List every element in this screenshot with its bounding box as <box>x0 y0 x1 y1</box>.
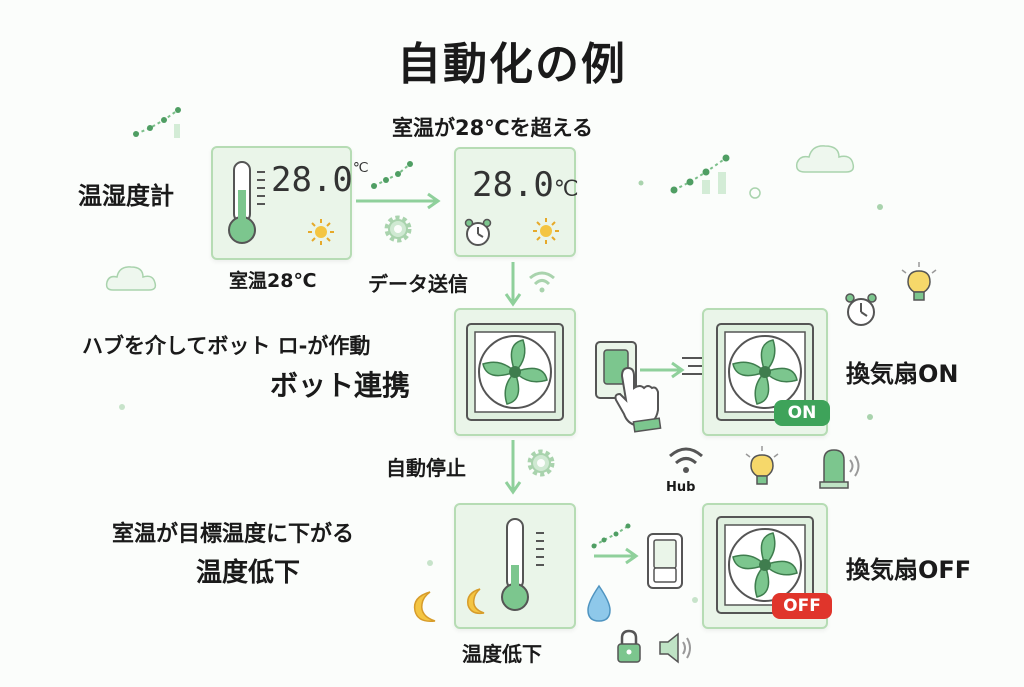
fan-icon <box>716 516 814 614</box>
data-send-label: データ送信 <box>368 272 468 296</box>
wifi-icon <box>669 447 703 473</box>
room-temp-caption: 室温28℃ <box>229 270 317 292</box>
fan-on-label: 換気扇ON <box>846 360 959 388</box>
bot-link-label: ボット連携 <box>270 369 411 402</box>
fan-on-card: ON <box>702 308 830 436</box>
temperature-readout: 28.0℃ <box>472 165 579 205</box>
sun-icon <box>308 219 334 245</box>
growth-graph-icon <box>133 107 181 138</box>
lightbulb-icon <box>745 446 779 485</box>
smart-speaker-icon <box>819 449 860 489</box>
temp-drop-card <box>454 503 576 629</box>
gear-icon <box>384 215 412 243</box>
scale-ticks <box>536 532 544 566</box>
alarm-clock-icon <box>464 218 492 246</box>
speaker-icon <box>659 632 691 664</box>
lock-icon <box>617 629 641 663</box>
lightbulb-icon <box>901 262 937 301</box>
cloud-icon <box>105 266 157 291</box>
off-badge: OFF <box>772 593 832 619</box>
growth-graph-icon <box>591 523 631 549</box>
thermo-hygrometer-card: 28.0℃ <box>211 146 369 260</box>
fan-icon <box>466 323 564 421</box>
on-badge: ON <box>774 400 830 426</box>
alarm-clock-icon <box>845 293 877 326</box>
sensor-label: 温湿度計 <box>78 182 174 210</box>
switchbot-press-icon <box>595 341 662 433</box>
arrow-right <box>640 361 685 379</box>
thermometer-icon <box>228 161 256 244</box>
threshold-caption: 室温が28℃を超える <box>392 116 594 140</box>
auto-stop-label: 自動停止 <box>386 456 466 480</box>
arrow-down <box>504 440 522 495</box>
temp-drop-line2: 温度低下 <box>196 558 301 588</box>
wall-switch-icon <box>647 533 683 589</box>
water-drop-icon <box>587 584 611 622</box>
moon-icon <box>467 588 485 615</box>
gear-icon <box>527 449 555 477</box>
fan-off-label: 換気扇OFF <box>846 556 972 584</box>
scale-ticks <box>257 171 265 205</box>
temp-drop-card-caption: 温度低下 <box>462 642 542 666</box>
fan-card <box>454 308 576 436</box>
wifi-icon <box>529 271 555 293</box>
moon-icon <box>413 591 436 623</box>
arrow-down <box>504 262 522 307</box>
bot-action-line: ハブを介してボット ロ-が作動 <box>82 334 371 358</box>
temperature-readout: 28.0℃ <box>271 160 369 200</box>
thermometer-icon <box>501 518 529 611</box>
arrow-right <box>356 192 441 210</box>
arrow-right <box>594 547 639 565</box>
hub-label: Hub <box>666 480 696 495</box>
threshold-display-card: 28.0℃ <box>454 147 579 257</box>
fan-icon <box>716 323 814 421</box>
cloud-icon <box>795 145 855 173</box>
growth-graph-icon <box>371 161 413 189</box>
page-title: 自動化の例 <box>397 39 627 90</box>
growth-graph-icon <box>670 154 730 194</box>
sun-icon <box>533 218 559 244</box>
temp-drop-line1: 室温が目標温度に下がる <box>112 522 355 547</box>
fan-off-card: OFF <box>702 503 832 629</box>
